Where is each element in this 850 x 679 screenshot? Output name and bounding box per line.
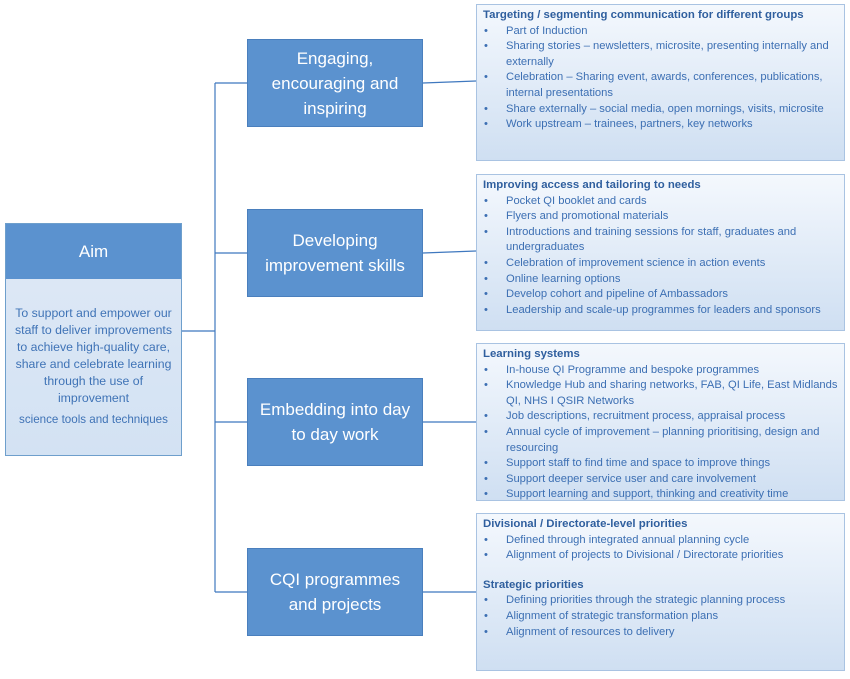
list-item: Celebration – Sharing event, awards, con… [483,70,838,101]
list-item: Defining priorities through the strategi… [483,593,838,609]
aim-text-main: To support and empower our staff to deli… [15,306,172,405]
list-item: Flyers and promotional materials [483,209,838,225]
pillar-link-1 [422,80,477,84]
pillar-engaging: Engaging, encouraging and inspiring [247,39,423,127]
detail-heading: Divisional / Directorate-level prioritie… [483,518,688,530]
aim-box: Aim To support and empower our staff to … [5,223,182,456]
list-item: Alignment of strategic transformation pl… [483,609,838,625]
list-item: Introductions and training sessions for … [483,225,838,256]
detail-list: In-house QI Programme and bespoke progra… [483,363,838,503]
aim-text-last: science tools and techniques [19,413,168,426]
detail-list: Defining priorities through the strategi… [483,593,838,640]
list-item: In-house QI Programme and bespoke progra… [483,363,838,379]
list-item: Celebration of improvement science in ac… [483,256,838,272]
list-item: Pocket QI booklet and cards [483,194,838,210]
detail-heading-strategic: Strategic priorities [483,578,584,591]
list-item: Support staff to find time and space to … [483,456,838,472]
list-item: Work upstream – trainees, partners, key … [483,117,838,133]
pillar-link-2 [422,250,477,254]
aim-title: Aim [6,224,181,279]
detail-box-engaging: Targeting / segmenting communication for… [476,4,845,161]
detail-box-developing: Improving access and tailoring to needs … [476,174,845,331]
pillar-embedding: Embedding into day to day work [247,378,423,466]
list-item: Develop cohort and pipeline of Ambassado… [483,287,838,303]
pillar-developing-skills: Developing improvement skills [247,209,423,297]
list-item: Annual cycle of improvement – planning p… [483,425,838,456]
detail-list: Pocket QI booklet and cards Flyers and p… [483,194,838,319]
detail-list: Defined through integrated annual planni… [483,533,838,564]
list-item: Online learning options [483,272,838,288]
list-item: Support deeper service user and care inv… [483,472,838,488]
aim-text: To support and empower our staff to deli… [6,279,181,428]
detail-box-cqi: Divisional / Directorate-level prioritie… [476,513,845,671]
list-item: Share externally – social media, open mo… [483,102,838,118]
pillar-cqi-programmes: CQI programmes and projects [247,548,423,636]
detail-list: Part of Induction Sharing stories – news… [483,24,838,133]
list-item: Leadership and scale-up programmes for l… [483,303,838,319]
detail-heading: Learning systems [483,348,580,360]
list-item: Part of Induction [483,24,838,40]
list-item: Support learning and support, thinking a… [483,487,838,503]
detail-heading: Improving access and tailoring to needs [483,179,701,191]
list-item: Job descriptions, recruitment process, a… [483,409,838,425]
list-item: Defined through integrated annual planni… [483,533,838,549]
list-item: Knowledge Hub and sharing networks, FAB,… [483,378,838,409]
list-item: Sharing stories – newsletters, microsite… [483,39,838,70]
list-item: Alignment of projects to Divisional / Di… [483,548,838,564]
detail-heading: Targeting / segmenting communication for… [483,9,804,21]
list-item: Alignment of resources to delivery [483,625,838,641]
detail-box-embedding: Learning systems In-house QI Programme a… [476,343,845,503]
